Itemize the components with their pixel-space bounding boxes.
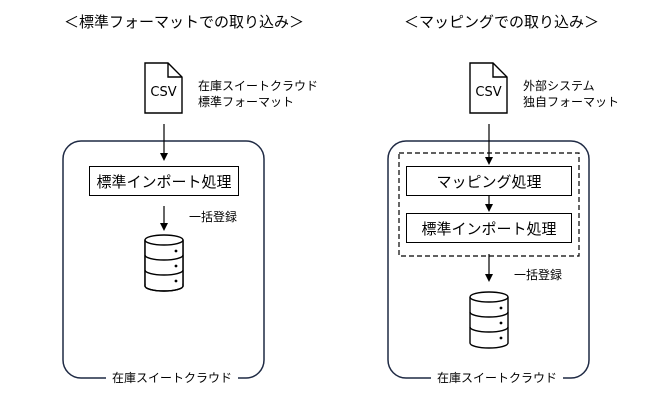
- right-cloud-label: 在庫スイートクラウド: [431, 371, 564, 385]
- right-bulk-register-label: 一括登録: [514, 268, 563, 282]
- right-section-title: ＜マッピングでの取り込み＞: [404, 13, 600, 31]
- right-csv-file-icon: [469, 62, 508, 114]
- right-csv-label: CSV: [475, 85, 502, 100]
- left-database-icon: [144, 234, 184, 292]
- right-standard-import-box: 標準インポート処理: [406, 213, 572, 243]
- right-database-icon: [469, 291, 509, 349]
- left-csv-label: CSV: [150, 85, 177, 100]
- left-csv-file-icon: [144, 62, 183, 114]
- left-standard-import-box: 標準インポート処理: [89, 166, 239, 196]
- right-file-desc-line2: 独自フォーマット: [523, 95, 620, 109]
- left-file-desc-line2: 標準フォーマット: [198, 95, 295, 109]
- right-mapping-box: マッピング処理: [406, 166, 572, 196]
- left-file-desc-line1: 在庫スイートクラウド: [198, 79, 319, 93]
- left-bulk-register-label: 一括登録: [189, 210, 238, 224]
- left-cloud-label: 在庫スイートクラウド: [106, 371, 239, 385]
- right-file-desc-line1: 外部システム: [523, 79, 595, 93]
- left-section-title: ＜標準フォーマットでの取り込み＞: [64, 13, 305, 31]
